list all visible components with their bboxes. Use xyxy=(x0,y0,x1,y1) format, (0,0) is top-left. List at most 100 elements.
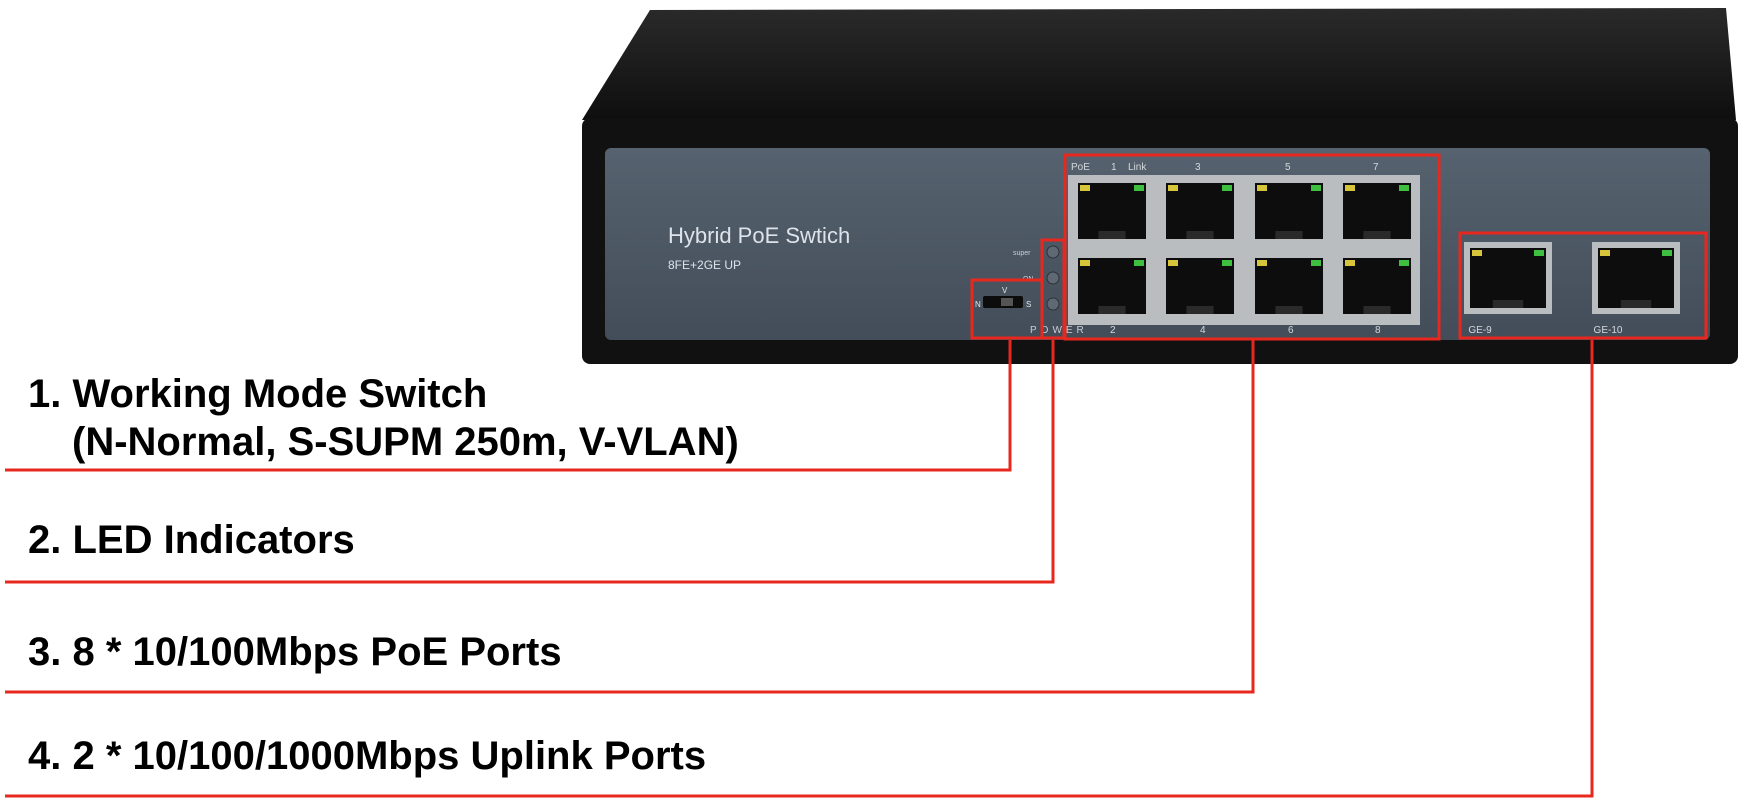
poe-port-8-latch xyxy=(1363,306,1391,314)
uplink-port-ge-10-led-right xyxy=(1662,250,1672,256)
poe-port-7-socket xyxy=(1343,183,1411,239)
callout-4-text: 2 * 10/100/1000Mbps Uplink Ports xyxy=(72,734,707,778)
poe-port-5-latch xyxy=(1275,231,1303,239)
led-mode xyxy=(1046,271,1060,285)
poe-port-1 xyxy=(1078,183,1146,239)
callout-2-title: 2. LED Indicators xyxy=(28,518,355,562)
poe-port-8-socket xyxy=(1343,258,1411,314)
uplink-port-ge-9-group xyxy=(1464,242,1552,314)
poe-port-2 xyxy=(1078,258,1146,314)
poe-port-8-led-right xyxy=(1399,260,1409,266)
label-port-3: 3 xyxy=(1195,162,1201,173)
callout-1-title: 1. Working Mode Switch xyxy=(28,372,487,416)
poe-port-3-socket xyxy=(1166,183,1234,239)
working-mode-switch: V N S xyxy=(975,286,1031,309)
poe-port-3-latch xyxy=(1186,231,1214,239)
poe-port-3-led-left xyxy=(1168,185,1178,191)
highlight-poe-ports xyxy=(1063,153,1441,341)
callout-1-number: 1. xyxy=(28,372,62,416)
device-title: Hybrid PoE Swtich xyxy=(668,223,850,248)
highlight-uplink-ports xyxy=(1458,231,1708,340)
poe-top-labels: PoE 1 Link 3 5 7 xyxy=(1071,162,1379,173)
leader-lines xyxy=(5,340,1594,798)
poe-port-2-led-left xyxy=(1080,260,1090,266)
label-port-7: 7 xyxy=(1373,162,1379,173)
poe-port-6-latch xyxy=(1275,306,1303,314)
poe-port-5-led-right xyxy=(1311,185,1321,191)
leader-line-1 xyxy=(5,340,1012,472)
leader-line-4 xyxy=(5,340,1594,798)
poe-port-7-led-right xyxy=(1399,185,1409,191)
uplink-port-ge-9 xyxy=(1470,248,1546,308)
poe-port-2-socket xyxy=(1078,258,1146,314)
poe-port-8-led-left xyxy=(1345,260,1355,266)
callout-1-text: Working Mode Switch xyxy=(72,372,488,416)
poe-port-5-socket xyxy=(1255,183,1323,239)
mode-switch-slider xyxy=(1001,298,1013,306)
callout-1-detail: (N-Normal, S-SUPM 250m, V-VLAN) xyxy=(72,420,739,464)
poe-port-6 xyxy=(1255,258,1323,314)
poe-port-4-latch xyxy=(1186,306,1214,314)
mode-letter-s: S xyxy=(1026,300,1031,309)
poe-port-7-led-left xyxy=(1345,185,1355,191)
poe-port-3-led-right xyxy=(1222,185,1232,191)
callout-3-number: 3. xyxy=(28,630,62,674)
poe-port-4-led-left xyxy=(1168,260,1178,266)
label-port-6: 6 xyxy=(1288,325,1294,336)
poe-port-1-latch xyxy=(1098,231,1126,239)
led-power xyxy=(1046,297,1060,311)
poe-port-7-latch xyxy=(1363,231,1391,239)
uplink-port-ge-9-latch xyxy=(1492,300,1524,308)
callout-3-title: 3. 8 * 10/100Mbps PoE Ports xyxy=(28,630,562,674)
poe-port-1-led-left xyxy=(1080,185,1090,191)
label-port-1: 1 xyxy=(1111,162,1117,173)
led-super xyxy=(1046,245,1060,259)
leader-line-2 xyxy=(5,340,1055,584)
uplink-port-ge-10-led-left xyxy=(1600,250,1610,256)
label-port-8: 8 xyxy=(1375,325,1381,336)
poe-port-4 xyxy=(1166,258,1234,314)
poe-port-6-socket xyxy=(1255,258,1323,314)
poe-port-8 xyxy=(1343,258,1411,314)
label-poe: PoE xyxy=(1071,162,1090,173)
poe-port-2-latch xyxy=(1098,306,1126,314)
poe-port-4-socket xyxy=(1166,258,1234,314)
label-port-4: 4 xyxy=(1200,325,1206,336)
poe-port-5-led-left xyxy=(1257,185,1267,191)
uplink-port-ge-9-led-left xyxy=(1472,250,1482,256)
power-label: POWER xyxy=(1030,325,1088,336)
callout-4-number: 4. xyxy=(28,734,62,778)
poe-bottom-labels: 2 4 6 8 xyxy=(1110,325,1381,336)
poe-port-6-led-right xyxy=(1311,260,1321,266)
poe-port-1-led-right xyxy=(1134,185,1144,191)
uplink-port-ge-10 xyxy=(1598,248,1674,308)
poe-port-7 xyxy=(1343,183,1411,239)
device-subtitle: 8FE+2GE UP xyxy=(668,258,741,272)
uplink-port-ge-10-socket xyxy=(1598,248,1674,308)
leader-line-3 xyxy=(5,340,1255,694)
poe-port-5 xyxy=(1255,183,1323,239)
mode-letter-n: N xyxy=(975,300,981,309)
label-link: Link xyxy=(1128,162,1147,173)
mode-letter-v: V xyxy=(1002,286,1008,295)
label-port-5: 5 xyxy=(1285,162,1291,173)
poe-port-6-led-left xyxy=(1257,260,1267,266)
callout-4-title: 4. 2 * 10/100/1000Mbps Uplink Ports xyxy=(28,734,706,778)
uplink-port-ge-9-led-right xyxy=(1534,250,1544,256)
uplink-port-block xyxy=(1464,242,1680,314)
poe-port-4-led-right xyxy=(1222,260,1232,266)
callout-2-number: 2. xyxy=(28,518,62,562)
chassis-top xyxy=(582,8,1736,120)
poe-port-block xyxy=(1068,175,1420,325)
uplink-port-ge-9-socket xyxy=(1470,248,1546,308)
label-ge-10: GE-10 xyxy=(1594,325,1623,336)
label-ge-9: GE-9 xyxy=(1468,325,1492,336)
highlight-boxes xyxy=(970,153,1708,341)
callout-3-text: 8 * 10/100Mbps PoE Ports xyxy=(72,630,562,674)
led-label-super: super xyxy=(1013,250,1031,257)
poe-port-2-led-right xyxy=(1134,260,1144,266)
poe-port-1-socket xyxy=(1078,183,1146,239)
uplink-port-ge-10-group xyxy=(1592,242,1680,314)
callout-2-text: LED Indicators xyxy=(72,518,355,562)
